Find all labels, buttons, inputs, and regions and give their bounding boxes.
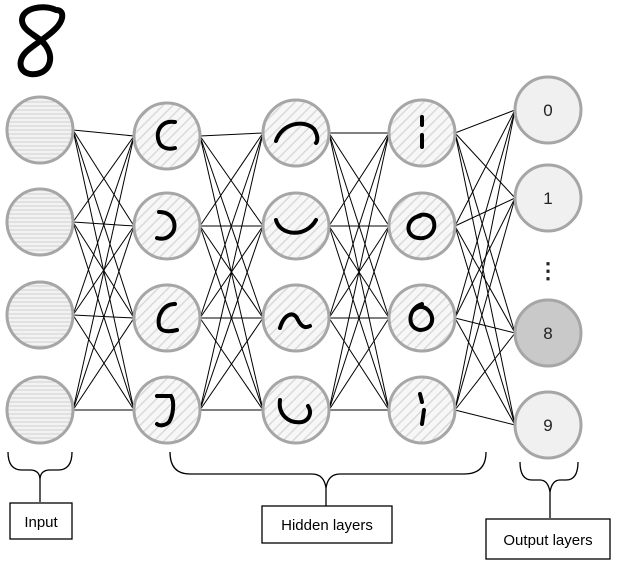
output-node-8: 8 (513, 298, 583, 368)
edge-l3-1-2 (454, 225, 516, 334)
input-brace (7, 451, 73, 502)
edge-l3-3-0 (454, 109, 516, 411)
output-node-1: 1 (513, 163, 583, 233)
edge-l0-3-1 (72, 225, 135, 411)
edge-l1-3-0 (199, 132, 264, 411)
input-neuron (5, 375, 75, 445)
edge-l2-3-2 (328, 317, 390, 411)
hidden-neuron (132, 101, 202, 171)
output-node-label: 1 (543, 189, 552, 208)
edge-l0-2-0 (72, 135, 135, 316)
edge-l3-1-0 (454, 109, 516, 227)
hidden-node-l2-1 (261, 191, 331, 261)
hidden-neuron (132, 283, 202, 353)
output-node-9: 9 (513, 390, 583, 460)
edge-l0-3-2 (72, 317, 135, 411)
hidden-brace (169, 451, 487, 506)
output-label: Output layers (503, 532, 592, 549)
hidden-node-l1-2 (132, 283, 202, 353)
feature-stroke (274, 218, 318, 235)
hidden-label-box: Hidden layers (261, 505, 393, 544)
hidden-neuron (261, 191, 331, 261)
edge-l3-0-0 (454, 109, 516, 134)
edge-l3-3-1 (454, 197, 516, 411)
connection-edges (72, 109, 516, 426)
hidden-neuron (261, 375, 331, 445)
edge-l1-3-1 (199, 225, 264, 411)
input-node-2 (5, 280, 75, 350)
output-neuron (513, 390, 583, 460)
feature-stroke (155, 394, 176, 428)
feature-stroke (274, 121, 320, 145)
edge-l3-3-3 (454, 409, 516, 426)
input-node-3 (5, 375, 75, 445)
output-node-0: 0 (513, 75, 583, 145)
output-node-label: 0 (543, 101, 552, 120)
input-neuron (5, 280, 75, 350)
hidden-neuron (132, 191, 202, 261)
edge-l0-3-0 (72, 135, 135, 411)
hidden-node-l1-3 (132, 375, 202, 445)
output-neuron (513, 298, 583, 368)
output-ellipsis: ⋮ (537, 258, 559, 283)
output-node-label: 8 (543, 324, 552, 343)
feature-stroke (406, 212, 437, 241)
edge-l2-1-0 (328, 132, 390, 227)
output-node-label: 9 (543, 416, 552, 435)
feature-stroke (156, 302, 179, 334)
feature-stroke (278, 312, 312, 330)
edge-l3-0-1 (454, 132, 516, 199)
output-neuron (513, 163, 583, 233)
edge-l3-1-1 (454, 197, 516, 227)
hidden-node-l3-3 (387, 375, 457, 445)
edge-l2-2-0 (328, 132, 390, 319)
output-brace (519, 461, 579, 518)
hidden-neuron (387, 191, 457, 261)
edge-l3-0-2 (454, 132, 516, 334)
edge-l1-1-0 (199, 132, 264, 227)
hidden-neuron (387, 283, 457, 353)
edge-l3-3-2 (454, 332, 516, 411)
hidden-node-l2-0 (261, 98, 331, 168)
edge-l1-0-1 (199, 135, 264, 227)
hidden-node-l1-0 (132, 101, 202, 171)
hidden-node-l2-2 (261, 283, 331, 353)
edge-l0-0-1 (72, 129, 135, 227)
edge-l2-3-0 (328, 132, 390, 411)
input-neuron (5, 95, 75, 165)
edge-l2-3-1 (328, 225, 390, 411)
input-label-box: Input (9, 502, 73, 540)
hidden-label: Hidden layers (281, 517, 373, 534)
feature-stroke (418, 392, 426, 426)
input-node-0 (5, 95, 75, 165)
edge-l3-2-2 (454, 317, 516, 334)
input-neuron (5, 187, 75, 257)
input-digit-image (17, 4, 66, 78)
feature-stroke (408, 302, 435, 333)
edge-l1-3-2 (199, 317, 264, 411)
hidden-node-l3-2 (387, 283, 457, 353)
feature-stroke (155, 119, 177, 151)
hidden-neuron (132, 375, 202, 445)
network-nodes: 0 1 8 9 (5, 75, 583, 460)
edge-l0-2-3 (72, 314, 135, 411)
edge-l0-0-0 (72, 129, 135, 137)
hidden-node-l2-3 (261, 375, 331, 445)
feature-stroke (155, 210, 177, 241)
hidden-node-l1-1 (132, 191, 202, 261)
edge-l1-0-0 (199, 132, 264, 137)
edge-l0-2-1 (72, 225, 135, 316)
edge-l3-2-0 (454, 109, 516, 319)
input-label: Input (24, 514, 58, 531)
output-neuron (513, 75, 583, 145)
hidden-node-l3-0 (387, 98, 457, 168)
hidden-neuron (261, 98, 331, 168)
input-node-1 (5, 187, 75, 257)
output-label-box: Output layers (485, 518, 611, 560)
feature-stroke (277, 398, 312, 425)
edge-l0-1-0 (72, 135, 135, 223)
edge-l1-2-0 (199, 132, 264, 319)
hidden-node-l3-1 (387, 191, 457, 261)
